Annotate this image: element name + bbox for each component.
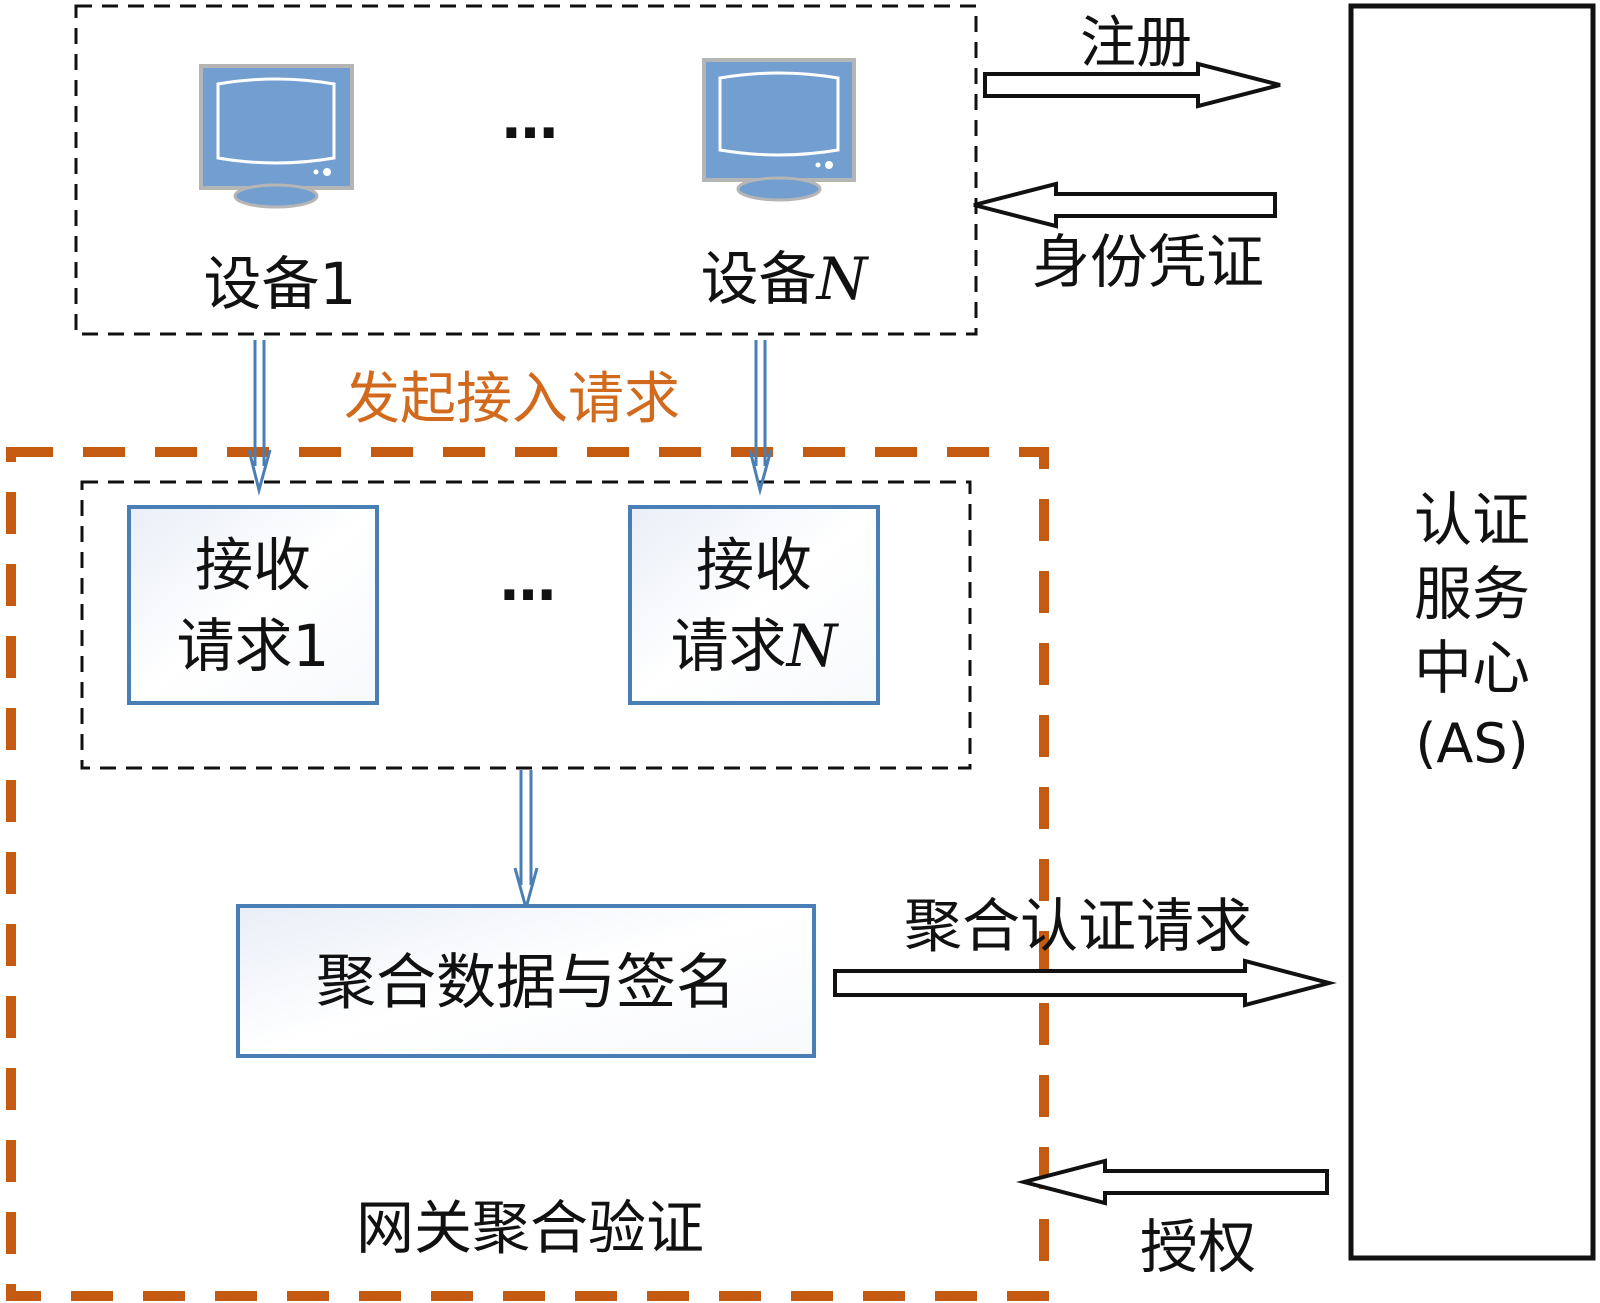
request-arrow-1: [247, 340, 272, 496]
receive-request-1-box: [127, 505, 379, 705]
receive-request-1-line1: 接收: [195, 531, 311, 599]
register-arrow: [983, 61, 1281, 109]
device-n-label: 设备N: [701, 245, 870, 313]
authorize-label: 授权: [1140, 1213, 1256, 1281]
auth-center-line3: 中心: [1414, 634, 1530, 702]
credential-arrow: [973, 181, 1277, 229]
aggregate-auth-request-label: 聚合认证请求: [904, 892, 1252, 960]
receive-request-1-line2: 请求1: [177, 612, 330, 680]
auth-center-line1: 认证: [1414, 486, 1530, 554]
auth-center-line4: (AS): [1415, 712, 1528, 775]
devices-group: [74, 4, 978, 336]
gateway-group: [6, 447, 1049, 1301]
initiate-access-request-label: 发起接入请求: [344, 367, 680, 432]
register-label: 注册: [1080, 11, 1192, 76]
receive-request-n-line1: 接收: [696, 531, 812, 599]
aggregate-down-arrow: [513, 770, 539, 914]
receive-request-n-line2: 请求N: [671, 612, 840, 680]
aggregate-sign-label: 聚合数据与签名: [316, 948, 736, 1018]
aggregate-auth-request-arrow: [833, 958, 1337, 1008]
device-1-label: 设备1: [204, 250, 357, 318]
auth-service-center-box: [1348, 3, 1596, 1261]
receive-request-n-box: [628, 505, 880, 705]
authorize-arrow: [1016, 1158, 1329, 1206]
devices-ellipsis: …: [502, 87, 558, 152]
receive-ellipsis: …: [500, 549, 556, 614]
identity-credential-label: 身份凭证: [1032, 228, 1264, 296]
aggregate-sign-box: [236, 904, 816, 1058]
receive-requests-group: [80, 480, 972, 770]
gateway-title: 网关聚合验证: [356, 1194, 704, 1262]
device-1-monitor-icon: [199, 64, 354, 209]
request-arrow-n: [748, 340, 773, 496]
device-n-monitor-icon: [702, 58, 856, 202]
auth-center-line2: 服务: [1414, 560, 1530, 628]
